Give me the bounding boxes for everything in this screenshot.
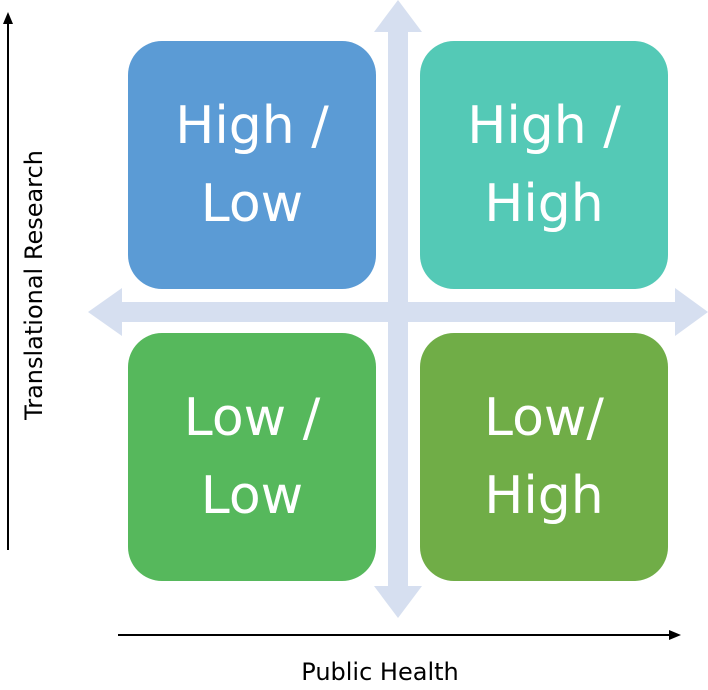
cross-left-arrowhead [88, 288, 122, 336]
cross-arrows [88, 0, 708, 618]
quadrant-high-low-label: High / Low [175, 96, 329, 234]
cross-right-arrowhead [675, 288, 708, 336]
quadrant-low-high-label: Low/ High [484, 388, 604, 526]
cross-top-arrowhead [374, 0, 422, 32]
quadrant-high-high: High / High [420, 41, 668, 289]
y-axis-label: Translational Research [20, 150, 48, 420]
quadrant-low-high: Low/ High [420, 333, 668, 581]
y-axis-arrowhead [3, 12, 13, 24]
quadrant-high-high-label: High / High [467, 96, 621, 234]
x-axis-label: Public Health [301, 658, 459, 686]
outer-axes [3, 12, 681, 640]
x-axis-arrowhead [669, 630, 681, 640]
cross-bottom-arrowhead [374, 586, 422, 618]
quadrant-high-low: High / Low [128, 41, 376, 289]
quadrant-low-low-label: Low / Low [183, 388, 321, 526]
quadrant-low-low: Low / Low [128, 333, 376, 581]
